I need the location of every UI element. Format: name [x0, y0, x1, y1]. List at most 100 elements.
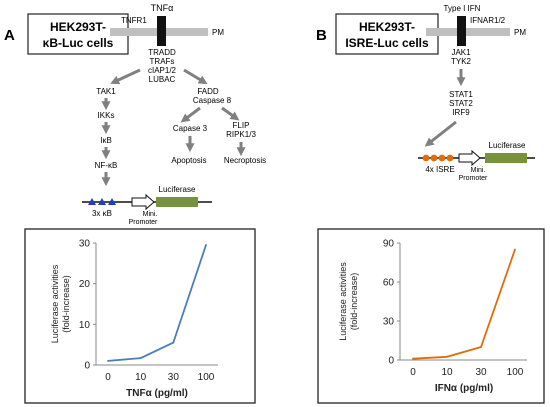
pathway-node: IκB	[100, 136, 112, 145]
series-line	[107, 244, 207, 362]
data-point	[139, 357, 142, 359]
x-tick-label: 30	[475, 367, 487, 378]
pathway-node: FADD	[197, 87, 219, 96]
kb-site	[98, 198, 106, 205]
tradd-complex: TRADD TRAFs cIAP1/2 LUBAC	[148, 48, 177, 84]
chart-a-frame	[24, 228, 256, 404]
nfkb-pathway: TAK1 IKKs IκB NF-κB	[95, 87, 118, 187]
y-axis-title: (fold-increase)	[61, 275, 71, 333]
panel-b-letter: B	[316, 27, 327, 44]
tnfa-ligand-label: TNFα	[151, 3, 174, 13]
luciferase-label: Luciferase	[159, 185, 196, 194]
tnfr1-receptor	[157, 16, 166, 46]
data-point	[107, 360, 109, 362]
panel-a-cell-line-line1: HEK293T-	[50, 20, 106, 34]
nfkb-reporter-construct: Luciferase 3x κB Mini. Promoter	[82, 185, 212, 226]
y-tick-label: 20	[79, 279, 91, 290]
pathway-node: IKKs	[98, 111, 115, 120]
complex-item: TRADD	[148, 48, 176, 57]
pathway-node: Caspase 8	[193, 96, 232, 105]
transcription-factor: IRF9	[452, 108, 470, 117]
pathway-node: RIPK1/3	[226, 130, 256, 139]
arrow-to-flip	[221, 106, 240, 121]
panel-b-cell-line-line2: ISRE-Luc cells	[345, 36, 429, 50]
luciferase-gene	[485, 153, 527, 163]
x-tick-label: 30	[168, 372, 180, 383]
arrow-to-fadd	[183, 68, 208, 85]
panel-b-pm-label: PM	[514, 28, 526, 37]
arrow-to-caspase3	[180, 106, 201, 123]
ifnar-receptor	[457, 16, 466, 46]
y-axis-title: Luciferase activities	[338, 262, 348, 341]
data-point	[205, 244, 207, 246]
arrow-to-isre	[424, 120, 457, 147]
x-tick-label: 100	[507, 367, 524, 378]
ifnar-label: IFNAR1/2	[470, 16, 506, 25]
panel-b-plasma-membrane	[426, 28, 510, 36]
mini-promoter-label: Promoter	[459, 175, 488, 182]
panel-b-cell-line-line1: HEK293T-	[359, 20, 415, 34]
mini-promoter-label: Promoter	[129, 219, 158, 226]
jak1-node: JAK1	[451, 48, 471, 57]
y-tick-label: 90	[383, 239, 395, 250]
y-axis-title: Luciferase activities	[50, 264, 60, 343]
necroptosis-node: Necroptosis	[224, 156, 266, 165]
isre-element-label: 4x ISRE	[425, 165, 454, 174]
kb-site	[88, 198, 96, 205]
y-tick-label: 0	[388, 356, 394, 367]
data-point	[412, 357, 414, 360]
complex-item: cIAP1/2	[148, 66, 177, 75]
chart-b-frame	[317, 228, 545, 404]
arrow-to-tak1	[110, 68, 141, 85]
panel-b: B HEK293T- ISRE-Luc cells Type I IFN IFN…	[316, 4, 535, 182]
x-tick-label: 100	[198, 372, 215, 383]
apoptosis-node: Apoptosis	[171, 156, 206, 165]
mini-promoter-label: Mini.	[471, 167, 486, 174]
pathway-node: NF-κB	[95, 161, 118, 170]
transcription-factor: STAT1	[449, 90, 473, 99]
mini-promoter-label: Mini.	[143, 211, 158, 218]
x-axis-title: TNFα (pg/ml)	[126, 388, 188, 399]
complex-item: TRAFs	[150, 57, 175, 66]
x-tick-label: 0	[410, 367, 416, 378]
luciferase-gene	[156, 197, 198, 207]
panel-a-cell-line-line2: κB-Luc cells	[43, 36, 114, 50]
pathway-node: TAK1	[96, 87, 116, 96]
y-tick-label: 30	[79, 239, 91, 250]
y-tick-label: 10	[79, 320, 91, 331]
data-point	[514, 248, 516, 251]
series-line	[412, 249, 516, 360]
data-point	[480, 346, 482, 348]
panel-a-pm-label: PM	[212, 28, 224, 37]
x-axis-title: IFNα (pg/ml)	[435, 383, 493, 394]
y-tick-label: 60	[383, 278, 395, 289]
tyk2-node: TYK2	[451, 57, 472, 66]
caspase3-node: Capase 3	[173, 124, 208, 133]
y-axis-title: (fold-increase)	[349, 273, 359, 331]
tnfr1-label: TNFR1	[121, 16, 147, 25]
panel-b-cell-line-box: HEK293T- ISRE-Luc cells	[335, 13, 439, 55]
isre-site	[430, 154, 438, 162]
isre-site	[438, 154, 446, 162]
mini-promoter-arrow	[131, 193, 155, 211]
x-tick-label: 10	[441, 367, 453, 378]
data-point	[172, 341, 175, 344]
pathway-node: FLIP	[233, 121, 250, 130]
transcription-factor: STAT2	[449, 99, 473, 108]
kb-site	[108, 198, 116, 205]
x-tick-label: 10	[135, 372, 147, 383]
mini-promoter-arrow	[458, 149, 481, 167]
y-tick-label: 30	[383, 317, 395, 328]
panel-a: A HEK293T- κB-Luc cells TNFα TNFR1 PM TR…	[4, 3, 266, 226]
cell-death-pathway: FADD Caspase 8 Capase 3 Apoptosis FLIP R…	[171, 87, 266, 165]
x-tick-label: 0	[105, 372, 111, 383]
luciferase-label: Luciferase	[489, 141, 526, 150]
panel-a-letter: A	[4, 27, 15, 44]
isre-site	[446, 154, 454, 162]
complex-item: LUBAC	[149, 75, 176, 84]
y-tick-label: 0	[84, 361, 90, 372]
isre-site	[422, 154, 430, 162]
kb-element-label: 3x κB	[92, 209, 112, 218]
